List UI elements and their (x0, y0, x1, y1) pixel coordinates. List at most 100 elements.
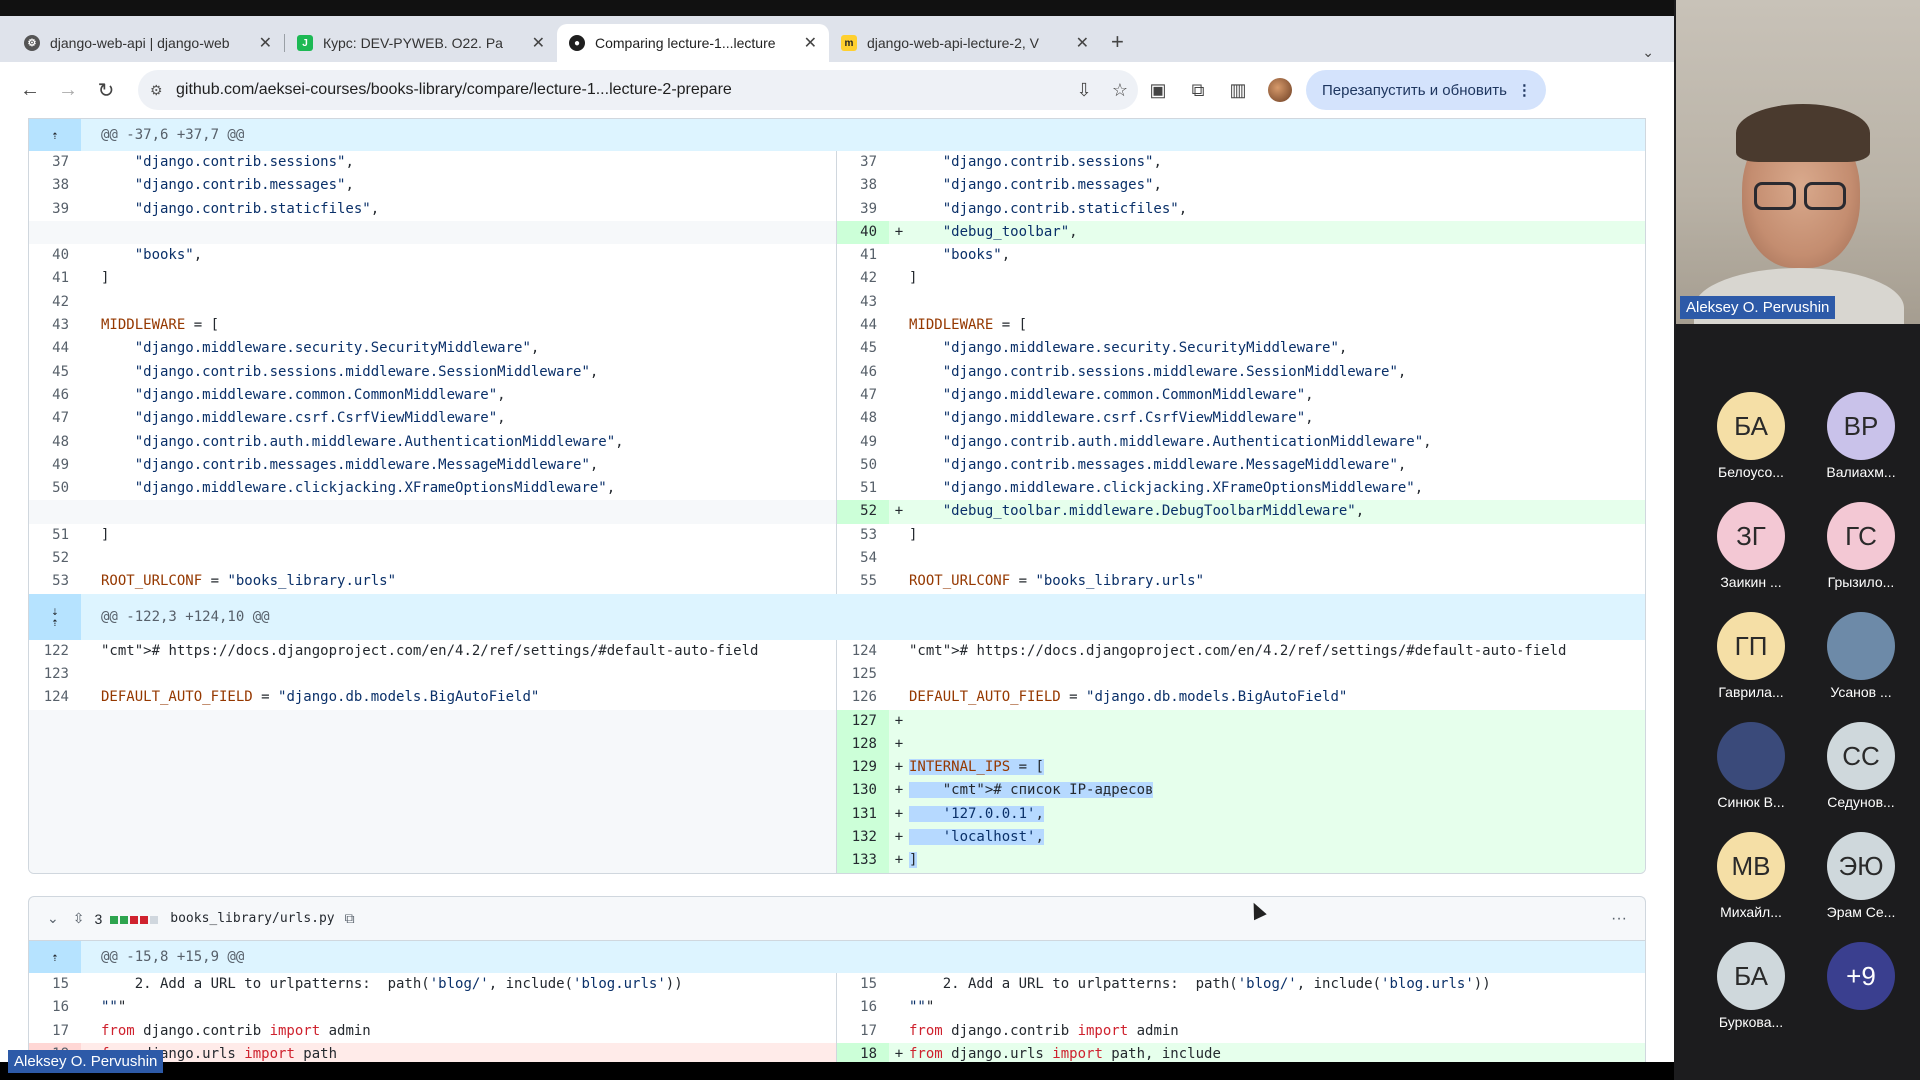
line-number[interactable]: 133 (837, 849, 889, 873)
collapse-chevron-icon[interactable]: ⌄ (47, 910, 59, 926)
line-number[interactable]: 50 (52, 480, 69, 497)
line-number[interactable]: 42 (52, 293, 69, 310)
line-number[interactable]: 46 (860, 363, 877, 380)
line-number[interactable]: 53 (52, 573, 69, 590)
profile-avatar[interactable] (1268, 78, 1292, 102)
extensions-puzzle-icon[interactable]: ⧉ (1191, 79, 1205, 100)
line-number[interactable] (29, 710, 81, 733)
line-number[interactable] (29, 803, 81, 826)
new-tab-button[interactable]: + (1111, 29, 1124, 54)
line-number[interactable] (29, 756, 81, 779)
line-number[interactable]: 17 (52, 1022, 69, 1039)
line-number[interactable]: 38 (52, 177, 69, 194)
line-number[interactable]: 37 (860, 154, 877, 170)
line-number[interactable]: 124 (851, 642, 877, 659)
line-number[interactable] (29, 733, 81, 756)
line-number[interactable]: 39 (52, 200, 69, 217)
line-number[interactable]: 45 (860, 340, 877, 357)
line-number[interactable]: 43 (52, 317, 69, 334)
line-number[interactable]: 40 (52, 247, 69, 264)
line-number[interactable]: 128 (837, 732, 889, 757)
line-number[interactable]: 15 (860, 976, 877, 992)
line-number[interactable]: 16 (860, 999, 877, 1016)
line-number[interactable]: 50 (860, 456, 877, 473)
line-number[interactable]: 48 (52, 433, 69, 450)
line-number[interactable]: 45 (52, 363, 69, 380)
line-number[interactable]: 16 (52, 999, 69, 1016)
line-number[interactable]: 39 (860, 200, 877, 217)
bookmark-star-icon[interactable]: ☆ (1111, 79, 1129, 100)
close-icon[interactable]: ✕ (803, 35, 817, 52)
line-number[interactable]: 124 (43, 689, 69, 706)
expand-up-icon[interactable]: ⇡ (29, 941, 81, 973)
close-icon[interactable]: ✕ (258, 35, 272, 52)
line-number[interactable]: 130 (837, 779, 889, 803)
copy-icon[interactable]: ⧉ (344, 910, 355, 926)
line-number[interactable]: 37 (52, 154, 69, 170)
reload-icon[interactable]: ↻ (97, 79, 115, 102)
line-number[interactable] (29, 826, 81, 849)
close-icon[interactable]: ✕ (531, 35, 545, 52)
line-number[interactable]: 18 (837, 1042, 889, 1062)
close-icon[interactable]: ✕ (1075, 35, 1089, 52)
line-number[interactable] (29, 849, 81, 872)
participant-tile[interactable]: Синюк В... (1696, 722, 1806, 810)
line-number[interactable]: 131 (837, 802, 889, 827)
line-number[interactable]: 38 (860, 177, 877, 194)
line-number[interactable]: 44 (52, 340, 69, 357)
line-number[interactable]: 49 (52, 456, 69, 473)
line-number[interactable]: 41 (52, 270, 69, 287)
line-number[interactable]: 15 (52, 976, 69, 992)
line-number[interactable] (29, 221, 81, 244)
speaker-video[interactable]: Aleksey O. Pervushin (1676, 0, 1920, 324)
tab-miro[interactable]: m django-web-api-lecture-2, V ✕ (829, 24, 1101, 62)
expand-up-icon[interactable]: ⇡ (29, 119, 81, 151)
participant-tile[interactable]: +9 (1806, 942, 1916, 1014)
line-number[interactable]: 51 (52, 526, 69, 543)
line-number[interactable]: 40 (837, 220, 889, 245)
line-number[interactable]: 54 (860, 550, 877, 567)
participant-tile[interactable]: Усанов ... (1806, 612, 1916, 700)
forward-arrow-icon[interactable]: → (58, 78, 78, 101)
back-arrow-icon[interactable]: ← (20, 78, 40, 101)
url-text[interactable]: github.com/aeksei-courses/books-library/… (176, 81, 732, 98)
install-app-icon[interactable]: ⇩ (1076, 79, 1092, 100)
line-number[interactable]: 123 (43, 665, 69, 682)
line-number[interactable]: 44 (860, 317, 877, 334)
file-name[interactable]: books_library/urls.py (170, 911, 335, 926)
side-panel-icon[interactable]: ▥ (1229, 79, 1247, 100)
tab-search-icon[interactable]: ⌄ (1642, 44, 1654, 60)
kebab-menu-icon[interactable]: ⋮ (1516, 82, 1532, 99)
line-number[interactable]: 47 (860, 386, 877, 403)
line-number[interactable]: 126 (851, 689, 877, 706)
line-number[interactable]: 129 (837, 756, 889, 780)
line-number[interactable]: 43 (860, 293, 877, 310)
expand-all-icon[interactable]: ⇳ (72, 910, 85, 926)
line-number[interactable]: 48 (860, 410, 877, 427)
line-number[interactable] (29, 779, 81, 802)
tab-course[interactable]: J Курс: DEV-PYWEB. O22. Pa ✕ (285, 24, 557, 62)
tab-comparing[interactable]: ● Comparing lecture-1...lecture ✕ (557, 24, 829, 62)
line-number[interactable]: 122 (43, 642, 69, 659)
line-number[interactable]: 41 (860, 247, 877, 264)
line-number[interactable]: 52 (52, 550, 69, 567)
line-number[interactable]: 55 (860, 573, 877, 590)
line-number[interactable]: 17 (860, 1022, 877, 1039)
tab-django-web-api[interactable]: ⚙ django-web-api | django-web ✕ (12, 24, 284, 62)
line-number[interactable]: 51 (860, 480, 877, 497)
address-bar[interactable]: ⚙ github.com/aeksei-courses/books-librar… (138, 70, 1138, 110)
line-number[interactable]: 132 (837, 826, 889, 850)
line-number[interactable]: 49 (860, 433, 877, 450)
site-settings-icon[interactable]: ⚙ (150, 81, 163, 98)
line-number[interactable] (29, 500, 81, 523)
line-number[interactable]: 42 (860, 270, 877, 287)
more-options-icon[interactable]: ··· (1611, 909, 1627, 927)
